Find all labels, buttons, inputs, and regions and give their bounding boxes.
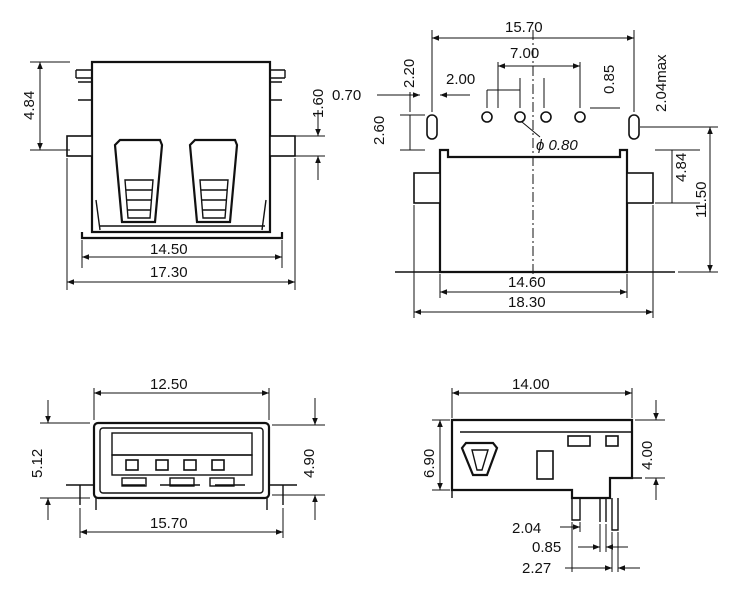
- view-opening-bottom-left: 12.50 5.12 4.90 15.70: [29, 376, 325, 538]
- view-side-bottom-right: 14.00 6.90 4.00 2.04 0.85 2.27: [421, 376, 665, 577]
- dim-front-pin: 1.60: [310, 89, 327, 118]
- dim-hole-diameter: ϕ 0.80: [536, 137, 578, 154]
- side-latch: [460, 441, 499, 477]
- latch-right: [188, 138, 239, 224]
- latch-left: [113, 138, 164, 224]
- hole-4: [574, 111, 586, 123]
- dim-pitch-inner: 7.00: [510, 45, 539, 62]
- dim-opening-height-inner: 4.90: [301, 449, 318, 478]
- dim-side-length: 14.00: [512, 376, 550, 393]
- opening-shell: [92, 421, 271, 500]
- dim-front-outer-width: 17.30: [150, 264, 188, 281]
- slot-right: [628, 114, 640, 140]
- hole-1: [481, 111, 493, 123]
- dim-tab-height: 4.84: [673, 153, 690, 182]
- dim-pitch-total: 15.70: [505, 19, 543, 36]
- dim-pin-a: 2.04: [512, 520, 541, 537]
- dim-total-height: 11.50: [693, 182, 710, 218]
- dim-total-width: 18.30: [508, 294, 546, 311]
- footprint-tab-left: [413, 172, 441, 204]
- dim-front-inner-width: 14.50: [150, 241, 188, 258]
- footprint-body: [438, 148, 629, 274]
- dim-hole-offset: 0.85: [601, 65, 618, 94]
- dim-front-height: 4.84: [21, 91, 38, 120]
- dim-opening-width: 12.50: [150, 376, 188, 393]
- hole-2: [514, 111, 526, 123]
- dim-pin-c: 2.27: [522, 560, 551, 577]
- dim-hole-pitch: 2.00: [446, 71, 475, 88]
- hole-3: [540, 111, 552, 123]
- side-pin-left: [66, 135, 93, 157]
- side-body: [450, 418, 634, 500]
- dim-body-width: 14.60: [508, 274, 546, 291]
- dim-slot-pitch: 2.20: [401, 59, 418, 88]
- dim-slot-offset: 2.60: [371, 116, 388, 145]
- view-footprint-top-right: 15.70 7.00 2.00 0.85 2.04max 2.20 0.70 2…: [332, 19, 718, 318]
- dim-slot-width: 0.70: [332, 87, 361, 104]
- dim-opening-total-width: 15.70: [150, 515, 188, 532]
- view-front-top-left: 4.84 1.60 14.50 17.30: [21, 60, 327, 290]
- shell-outline: [90, 60, 272, 234]
- dim-side-height-right: 4.00: [639, 441, 656, 470]
- footprint-tab-right: [626, 172, 654, 204]
- dim-slot-length-max: 2.04max: [653, 54, 670, 112]
- dim-opening-height-outer: 5.12: [29, 449, 46, 478]
- slot-left: [426, 114, 438, 140]
- dim-side-height-left: 6.90: [421, 449, 438, 478]
- side-pin-right: [269, 135, 296, 157]
- dim-pin-b: 0.85: [532, 539, 561, 556]
